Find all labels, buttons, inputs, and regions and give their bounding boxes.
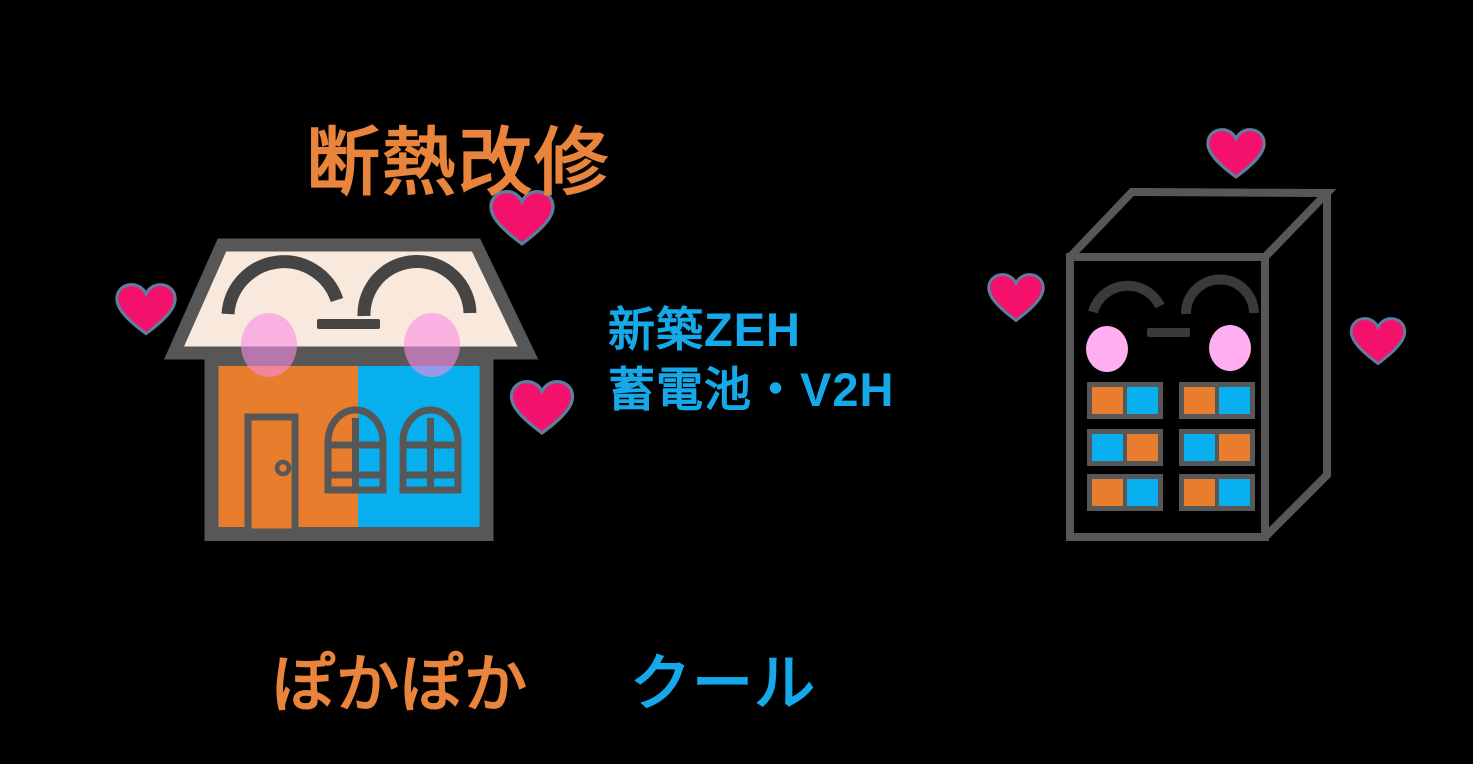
building-top-face: [1067, 187, 1337, 260]
house-character: [163, 238, 539, 541]
building-right-eye: [1180, 274, 1259, 315]
building-character: [1066, 187, 1337, 541]
building-side-face: [1262, 193, 1331, 540]
building-window-pair: [1087, 429, 1163, 466]
warm-label: ぽかぽか: [272, 650, 528, 720]
building-window-pair: [1179, 429, 1255, 466]
building-window-pair: [1179, 474, 1255, 511]
zeh-label-line1: 新築ZEH: [608, 303, 801, 356]
heart-icon: [987, 273, 1045, 322]
heart-icon: [115, 283, 177, 336]
house-left-eye: [221, 255, 344, 315]
house-window-right: [399, 406, 462, 494]
building-window-pair: [1087, 382, 1163, 419]
house-right-cheek: [404, 313, 460, 377]
heart-icon: [1206, 128, 1266, 179]
building-mouth: [1147, 328, 1190, 337]
house-right-eye: [357, 255, 477, 317]
house-left-cheek: [241, 313, 297, 377]
building-window-pair: [1087, 474, 1163, 511]
door-knob: [274, 459, 292, 477]
building-right-cheek: [1209, 325, 1251, 371]
building-left-eye: [1088, 280, 1165, 314]
heart-icon: [509, 380, 575, 435]
building-front-face: [1066, 253, 1269, 541]
building-left-cheek: [1086, 326, 1128, 372]
heart-icon: [1349, 317, 1407, 366]
house-window-left: [324, 406, 387, 494]
insulation-title-label: 断熱改修: [306, 121, 610, 204]
cool-label: クール: [630, 649, 816, 717]
house-mouth: [317, 319, 380, 329]
building-window-pair: [1179, 382, 1255, 419]
zeh-label-line2: 蓄電池・V2H: [608, 363, 894, 416]
